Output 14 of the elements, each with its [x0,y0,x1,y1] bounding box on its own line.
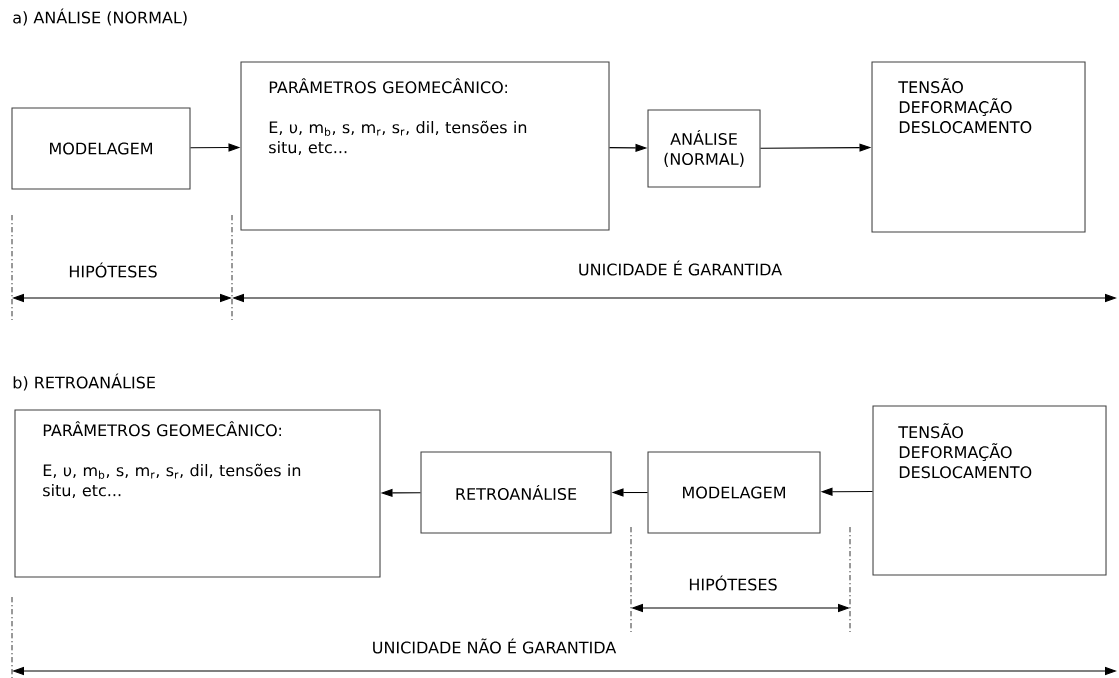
dimension-label: HIPÓTESES [69,262,157,278]
process-box: ANÁLISE (NORMAL) [647,109,761,188]
section-heading: b) RETROANÁLISE [13,373,155,391]
process-box: TENSÃO DEFORMAÇÃO DESLOCAMENTO [872,405,1107,576]
process-box: PARÂMETROS GEOMECÂNICO: E, υ, m$_{b}$, s, m$_{r}$, s$_{r}$, dil, tensões in situ, etc... [14,409,381,578]
process-box: MODELAGEM [11,107,191,190]
process-box: PARÂMETROS GEOMECÂNICO: E, υ, m$_{b}$, s, m$_{r}$, s$_{r}$, dil, tensões in situ, etc... [240,61,610,231]
section-heading: a) ANÁLISE (NORMAL) [13,8,187,26]
process-box: MODELAGEM [647,451,821,534]
dimension-label: UNICIDADE É GARANTIDA [579,260,782,276]
dimension-label: UNICIDADE NÃO É GARANTIDA [373,638,617,654]
process-box: TENSÃO DEFORMAÇÃO DESLOCAMENTO [871,61,1086,233]
process-box: RETROANÁLISE [420,451,612,534]
dimension-label: HIPÓTESES [689,575,777,591]
